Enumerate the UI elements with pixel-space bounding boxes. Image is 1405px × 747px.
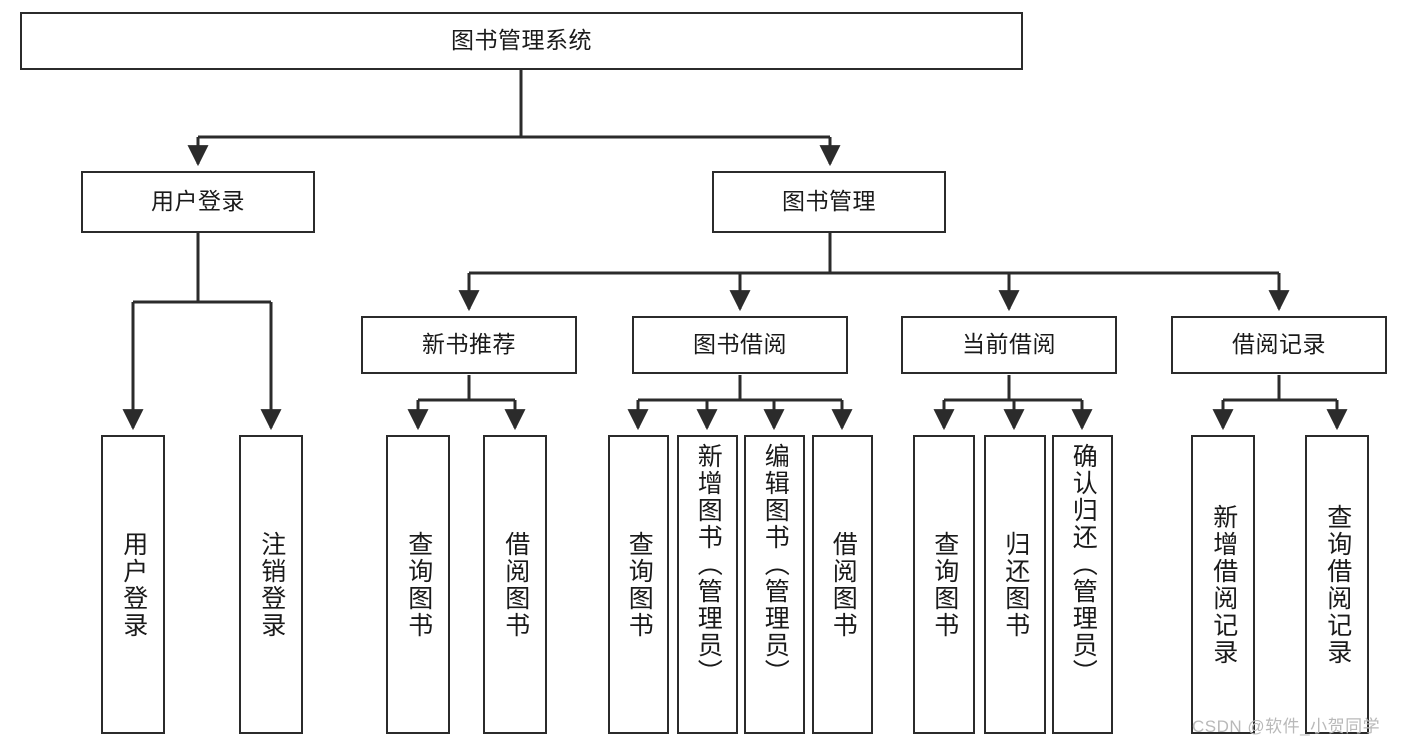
node-borrow-record-label: 借阅记录 (1232, 331, 1326, 358)
node-leaf-query-book-3-label: 查询图书 (930, 530, 959, 639)
node-leaf-query-record-label: 查询借阅记录 (1323, 503, 1352, 666)
node-user-login-label: 用户登录 (151, 188, 245, 215)
node-leaf-borrow-book-2[interactable]: 借阅图书 (812, 435, 873, 734)
node-leaf-borrow-book-2-label: 借阅图书 (829, 530, 858, 639)
node-leaf-add-record[interactable]: 新增借阅记录 (1191, 435, 1255, 734)
node-leaf-query-book-1[interactable]: 查询图书 (386, 435, 450, 734)
node-leaf-borrow-book-1[interactable]: 借阅图书 (483, 435, 547, 734)
node-leaf-user-login[interactable]: 用户登录 (101, 435, 165, 734)
node-leaf-user-logout[interactable]: 注销登录 (239, 435, 303, 734)
node-leaf-user-logout-label: 注销登录 (257, 530, 286, 639)
node-leaf-query-record[interactable]: 查询借阅记录 (1305, 435, 1369, 734)
node-leaf-query-book-3[interactable]: 查询图书 (913, 435, 975, 734)
node-leaf-query-book-1-label: 查询图书 (404, 530, 433, 639)
node-current-borrow[interactable]: 当前借阅 (901, 316, 1117, 374)
node-leaf-return-book-label: 归还图书 (1001, 530, 1030, 639)
node-book-management-label: 图书管理 (782, 188, 876, 215)
node-borrow-record[interactable]: 借阅记录 (1171, 316, 1387, 374)
node-new-book-recommend[interactable]: 新书推荐 (361, 316, 577, 374)
node-book-borrow-label: 图书借阅 (693, 331, 787, 358)
node-root[interactable]: 图书管理系统 (20, 12, 1023, 70)
node-leaf-add-book[interactable]: 新增图书（管理员） (677, 435, 738, 734)
csdn-watermark: CSDN @软件_小贺同学 (1192, 717, 1381, 736)
node-current-borrow-label: 当前借阅 (962, 331, 1056, 358)
node-leaf-edit-book-label: 编辑图书（管理员） (761, 443, 790, 686)
node-leaf-borrow-book-1-label: 借阅图书 (501, 530, 530, 639)
node-leaf-add-book-label: 新增图书（管理员） (694, 443, 723, 686)
node-leaf-return-book[interactable]: 归还图书 (984, 435, 1046, 734)
node-book-borrow[interactable]: 图书借阅 (632, 316, 848, 374)
node-new-book-recommend-label: 新书推荐 (422, 331, 516, 358)
node-leaf-edit-book[interactable]: 编辑图书（管理员） (744, 435, 805, 734)
node-leaf-query-book-2-label: 查询图书 (625, 530, 654, 639)
node-leaf-query-book-2[interactable]: 查询图书 (608, 435, 669, 734)
node-book-management[interactable]: 图书管理 (712, 171, 946, 233)
node-user-login[interactable]: 用户登录 (81, 171, 315, 233)
node-leaf-user-login-label: 用户登录 (119, 530, 148, 639)
node-leaf-confirm-return[interactable]: 确认归还（管理员） (1052, 435, 1113, 734)
node-leaf-confirm-return-label: 确认归还（管理员） (1069, 443, 1098, 686)
node-root-label: 图书管理系统 (451, 27, 592, 54)
node-leaf-add-record-label: 新增借阅记录 (1209, 503, 1238, 666)
